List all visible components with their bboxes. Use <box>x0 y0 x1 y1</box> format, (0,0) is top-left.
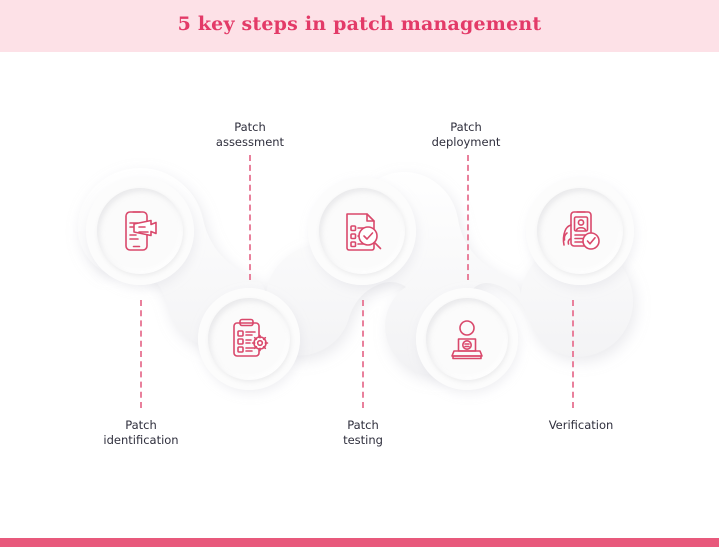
step-node-2-inner <box>208 298 290 380</box>
step-node-4[interactable] <box>416 288 518 390</box>
step-node-5-inner <box>537 188 623 274</box>
document-magnifier-check-icon <box>346 213 382 251</box>
step-label-2-line2: assessment <box>215 135 285 149</box>
connector-dash-4 <box>467 155 469 280</box>
smartphone-patch-icon <box>125 211 157 251</box>
step-label-5: Verification <box>501 418 661 433</box>
step-label-1-line1: Patch <box>125 418 157 432</box>
step-node-3[interactable] <box>308 177 416 285</box>
step-node-1[interactable] <box>86 177 194 285</box>
step-node-4-inner <box>426 298 508 380</box>
footer-bar <box>0 538 719 547</box>
connector-dash-2 <box>249 155 251 280</box>
step-label-1-line2: identification <box>103 433 179 447</box>
step-node-3-inner <box>319 188 405 274</box>
step-label-5-line1: Verification <box>548 418 614 432</box>
step-label-2-line1: Patch <box>234 120 266 134</box>
step-label-3: Patch testing <box>283 418 443 448</box>
person-laptop-icon <box>451 320 483 360</box>
connector-dash-1 <box>140 300 142 408</box>
step-label-3-line2: testing <box>343 433 383 447</box>
step-node-1-inner <box>97 188 183 274</box>
step-label-3-line1: Patch <box>347 418 379 432</box>
step-node-2[interactable] <box>198 288 300 390</box>
clipboard-gear-icon <box>233 318 269 357</box>
header-band <box>0 0 719 52</box>
connector-dash-5 <box>572 300 574 408</box>
connector-dash-3 <box>362 300 364 408</box>
step-label-4-line2: deployment <box>431 135 501 149</box>
step-node-5[interactable] <box>526 177 634 285</box>
step-label-1: Patch identification <box>61 418 221 448</box>
hand-phone-check-icon <box>562 211 600 250</box>
step-label-4-line1: Patch <box>450 120 482 134</box>
step-label-2: Patch assessment <box>170 120 330 150</box>
step-label-4: Patch deployment <box>386 120 546 150</box>
page-title: 5 key steps in patch management <box>177 13 542 35</box>
